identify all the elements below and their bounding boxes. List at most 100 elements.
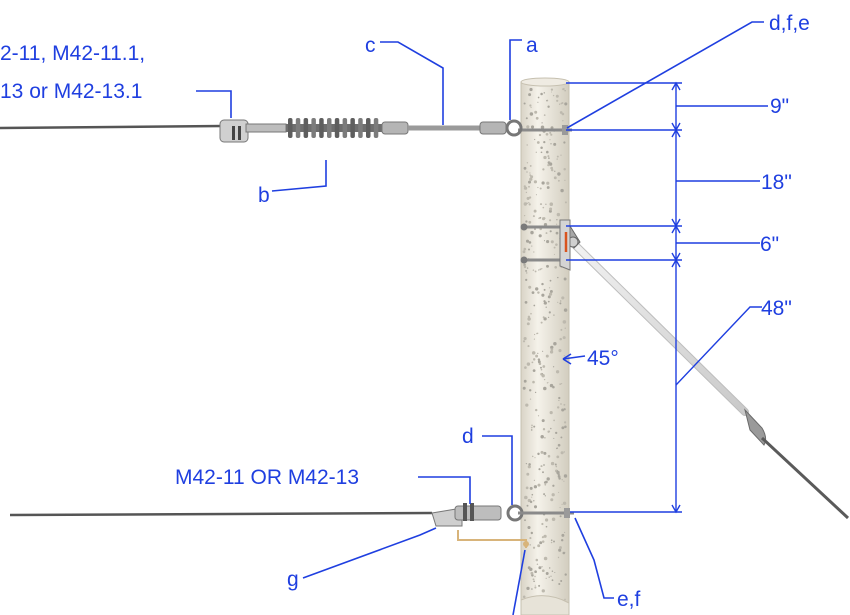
pole-speckle: [547, 105, 550, 108]
pole-speckle: [534, 575, 536, 578]
pole-speckle: [529, 104, 532, 107]
pole-speckle: [563, 474, 568, 478]
top-span: [0, 118, 523, 143]
pole-speckle: [532, 215, 535, 218]
pole-speckle: [534, 586, 537, 589]
pole-speckle: [543, 300, 546, 303]
pole-speckle: [525, 486, 529, 490]
pole-speckle: [550, 143, 552, 145]
pole-speckle: [558, 396, 561, 400]
label-angle: 45°: [587, 347, 619, 370]
pole-speckle: [540, 434, 544, 439]
pole-speckle: [563, 308, 568, 312]
pole-speckle: [546, 150, 549, 154]
pole-speckle: [534, 110, 538, 114]
pole-speckle: [536, 563, 539, 565]
pole-speckle: [537, 483, 541, 487]
pole-speckle: [533, 425, 536, 428]
pole-speckle: [546, 240, 550, 244]
pole-speckle: [544, 495, 546, 497]
pole-speckle: [561, 296, 565, 300]
pole-speckle: [542, 373, 544, 375]
pole-speckle: [560, 300, 562, 302]
pole-speckle: [542, 471, 544, 474]
pole-speckle: [557, 406, 560, 409]
pole-speckle: [540, 368, 543, 371]
pole-speckle: [531, 245, 533, 247]
pole-speckle: [531, 493, 534, 496]
pole-speckle: [557, 301, 559, 303]
pole-speckle: [534, 584, 536, 586]
pole-speckle: [526, 504, 529, 507]
pole-speckle: [527, 465, 531, 469]
pole-speckle: [528, 203, 531, 206]
pole-speckle: [529, 500, 533, 504]
pole-speckle: [550, 240, 554, 244]
dimension-lines: [566, 81, 768, 514]
pole-speckle: [524, 495, 528, 500]
pole-speckle: [550, 498, 554, 502]
pole-speckle: [545, 572, 549, 575]
pole-speckle: [545, 577, 547, 580]
pole-speckle: [551, 579, 554, 582]
pole-speckle: [553, 540, 555, 543]
label-ef: e,f: [617, 588, 641, 611]
pole-speckle: [535, 194, 537, 196]
pole-speckle: [549, 202, 554, 206]
pole-speckle: [562, 120, 564, 122]
pole-speckle: [549, 350, 554, 354]
pole-speckle: [528, 285, 532, 289]
down-guy: [563, 225, 850, 520]
pole-speckle: [556, 158, 558, 160]
pole-speckle: [557, 172, 561, 176]
pole-speckle: [562, 336, 566, 340]
pole-speckle: [562, 551, 566, 555]
pole-speckle: [533, 251, 535, 253]
pole-speckle: [545, 525, 548, 528]
pole-speckle: [535, 287, 539, 291]
pole-speckle: [542, 168, 545, 171]
pole-speckle: [559, 506, 561, 509]
pole-speckle: [540, 366, 542, 369]
pole-speckle: [543, 92, 546, 94]
pole-speckle: [531, 351, 536, 355]
insulator-shed: [311, 118, 316, 138]
pole-speckle: [552, 366, 555, 368]
pole-speckle: [529, 177, 533, 181]
pole-speckle: [564, 531, 566, 533]
pole-speckle: [545, 480, 548, 484]
pole-speckle: [562, 501, 567, 506]
pole-speckle: [547, 316, 550, 319]
dim-9in: 9": [770, 95, 789, 118]
pole-speckle: [526, 144, 528, 146]
insulator-shed: [342, 118, 348, 138]
pole-speckle: [541, 181, 545, 185]
pole-speckle: [541, 282, 544, 286]
pole-speckle: [529, 174, 532, 176]
pole-speckle: [537, 415, 540, 417]
pole-speckle: [540, 146, 543, 150]
pole-speckle: [529, 486, 533, 490]
pole-speckle: [525, 403, 529, 407]
pole-speckle: [559, 302, 562, 305]
pole-speckle: [534, 408, 538, 412]
pole-speckle: [538, 468, 541, 471]
pole-speckle: [550, 348, 554, 351]
pole-speckle: [541, 419, 545, 423]
label-b: b: [258, 184, 270, 207]
pole-speckle: [564, 90, 566, 92]
pole-speckle: [548, 209, 552, 213]
pole-speckle: [564, 573, 567, 576]
pole-speckle: [525, 220, 528, 223]
pole-speckle: [543, 451, 547, 455]
pole-speckle: [530, 312, 532, 315]
pole-speckle: [563, 408, 566, 411]
pole-speckle: [526, 171, 528, 173]
pole-speckle: [542, 365, 546, 368]
pole-speckle: [543, 493, 546, 496]
pole-speckle: [553, 437, 555, 439]
pole-speckle: [524, 301, 528, 304]
pole-speckle: [540, 92, 543, 96]
pole-speckle: [543, 140, 546, 144]
pole-speckle: [553, 314, 555, 316]
